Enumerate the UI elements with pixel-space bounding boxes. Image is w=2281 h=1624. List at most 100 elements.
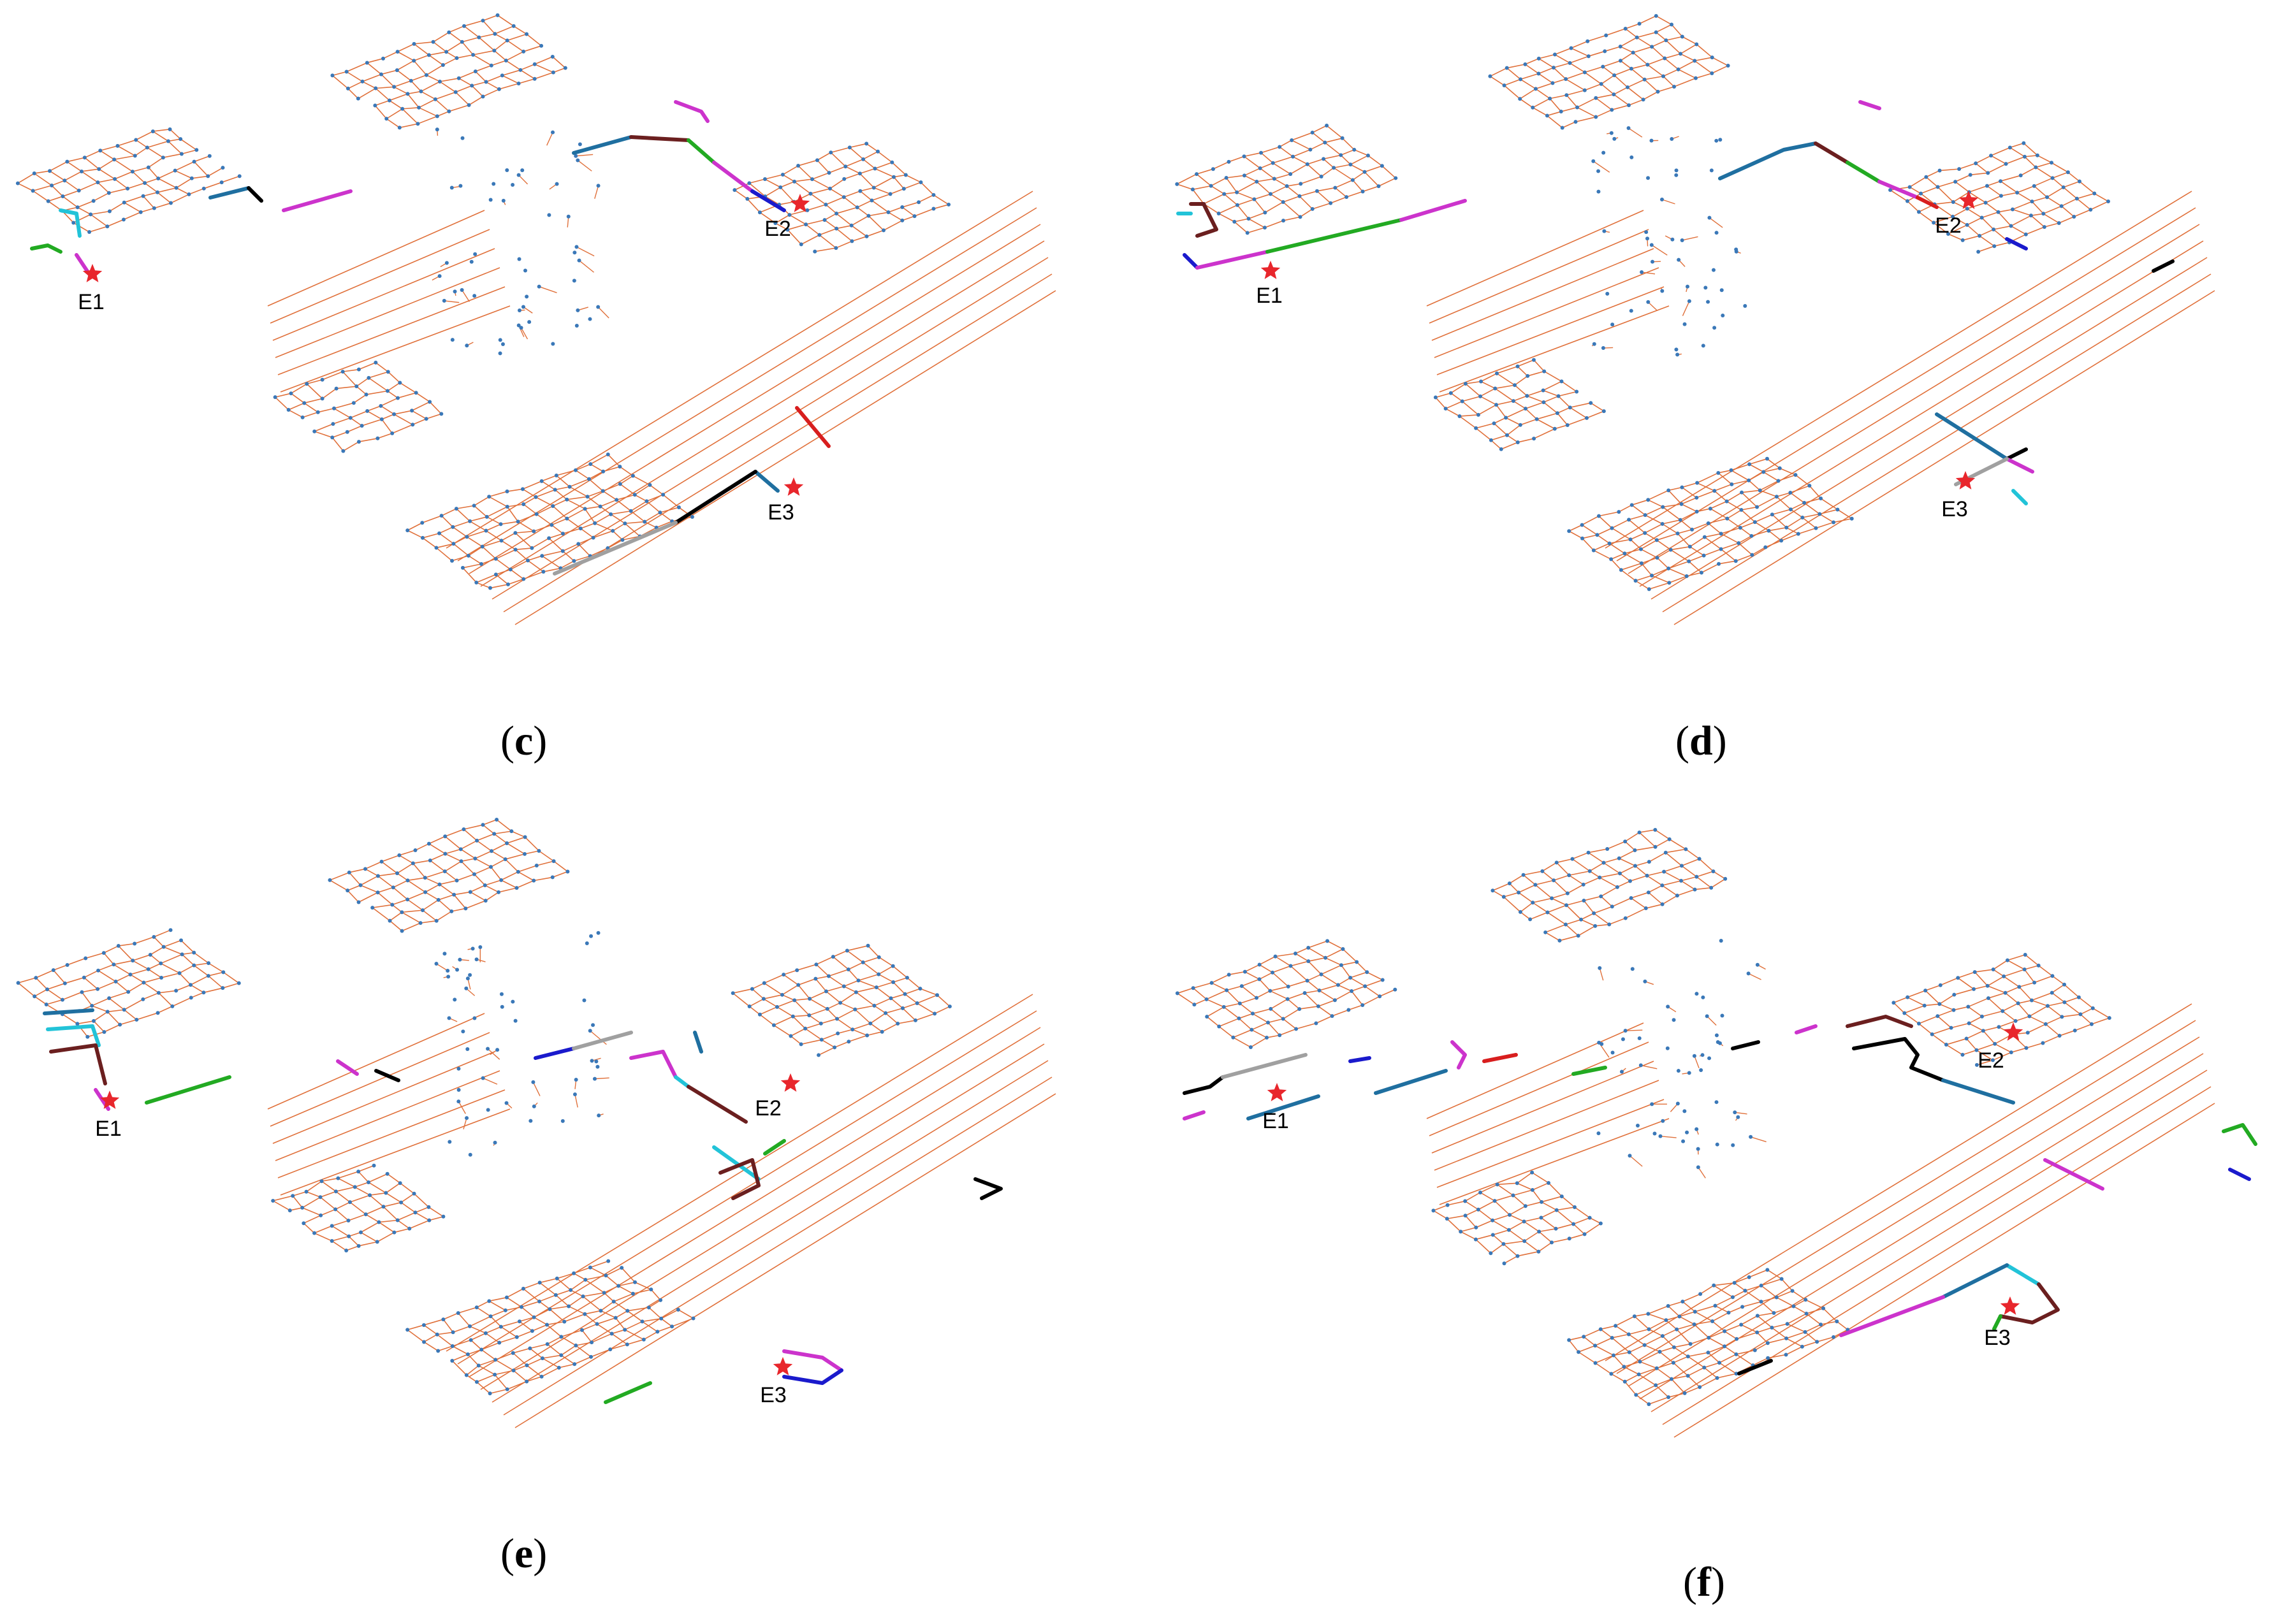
network-node: [1585, 39, 1590, 43]
network-node: [1991, 968, 1995, 972]
corridor-edge: [347, 425, 362, 433]
corridor-edge: [634, 484, 650, 495]
corridor-edge: [2015, 1015, 2030, 1022]
corridor-edge: [482, 20, 495, 34]
network-node: [497, 1340, 502, 1345]
corridor-edge: [871, 193, 891, 201]
corridor-edge: [374, 105, 387, 119]
corridor-edge: [1656, 557, 1669, 569]
corridor-edge: [543, 567, 561, 572]
corridor-edge: [2059, 1030, 2076, 1036]
corridor-edge: [580, 523, 595, 529]
route-segment: [1246, 1094, 1320, 1120]
corridor-edge: [347, 885, 361, 891]
corridor-edge: [98, 168, 115, 180]
network-node: [1217, 1024, 1221, 1029]
corridor-edge: [1435, 392, 1452, 398]
corridor-edge: [2037, 155, 2052, 163]
corridor-edge: [1543, 389, 1559, 397]
corridor-edge: [570, 1279, 586, 1291]
corridor-edge: [377, 873, 398, 877]
corridor-edge: [1620, 60, 1632, 69]
corridor-edge: [634, 1282, 652, 1290]
network-node: [334, 386, 339, 391]
corridor-edge: [678, 1309, 694, 1319]
corridor-edge: [591, 1333, 612, 1343]
corridor-edge: [332, 1220, 349, 1227]
route-segment: [49, 1043, 107, 1085]
network-node: [1996, 210, 2000, 214]
corridor-edge: [449, 105, 469, 112]
corridor-edge: [1704, 537, 1722, 550]
corridor-edge: [157, 170, 176, 179]
network-node: [1655, 556, 1659, 560]
corridor-edge: [1751, 530, 1769, 537]
corridor-edge: [1666, 36, 1683, 41]
network-node: [82, 156, 87, 160]
corridor-edge: [491, 60, 507, 66]
corridor-edge: [815, 978, 827, 992]
network-node: [447, 30, 451, 34]
network-node: [1737, 541, 1741, 546]
corridor-edge: [656, 521, 673, 528]
corridor-edge: [1341, 964, 1351, 978]
corridor-edge: [1244, 971, 1260, 980]
network-node: [1972, 987, 1976, 991]
connector-edge: [457, 1010, 1037, 1365]
network-node: [530, 546, 534, 550]
route-segment: [46, 1024, 101, 1047]
corridor-edge: [873, 176, 894, 189]
corridor-edge: [1962, 1049, 1977, 1055]
network-node: [1635, 35, 1639, 40]
corridor-edge: [1594, 1345, 1614, 1356]
corridor-edge: [2006, 156, 2025, 164]
corridor-edge: [1678, 69, 1696, 79]
corridor-edge: [1612, 1333, 1629, 1338]
network-node: [97, 167, 101, 171]
network-node: [2050, 990, 2054, 995]
corridor-edge: [1613, 94, 1629, 106]
corridor-edge: [170, 129, 181, 140]
corridor-edge: [134, 936, 154, 945]
corridor-edge: [488, 491, 507, 498]
corridor-edge: [423, 1341, 439, 1352]
corridor-edge: [1993, 969, 2004, 977]
corridor-edge: [1937, 181, 1956, 188]
network-node: [520, 168, 525, 173]
network-node: [551, 70, 555, 75]
corridor-edge: [568, 1305, 585, 1315]
corridor-edge: [597, 1323, 613, 1335]
route-segment: [1450, 1040, 1467, 1069]
corridor-edge: [1226, 985, 1243, 991]
corridor-edge: [1447, 1200, 1466, 1206]
network-node: [1610, 1050, 1615, 1055]
corridor-edge: [495, 25, 514, 34]
corridor-edge: [1275, 953, 1296, 957]
network-node: [578, 142, 582, 147]
corridor-edge: [349, 1201, 367, 1215]
corridor-edge: [1687, 1352, 1709, 1358]
corridor-edge: [1553, 67, 1566, 80]
corridor-edge: [1651, 575, 1670, 584]
network-lines: [1176, 15, 2215, 625]
network-node: [747, 181, 752, 185]
network-node: [473, 69, 477, 74]
corridor-edge: [1308, 961, 1322, 975]
corridor-edge: [18, 977, 36, 983]
corridor-edge: [1490, 75, 1505, 86]
network-node: [1299, 182, 1303, 186]
corridor-edge: [1660, 1135, 1677, 1138]
network-node: [2009, 224, 2013, 228]
corridor-edge: [398, 855, 414, 864]
network-node: [1339, 153, 1343, 157]
corridor-edge: [1588, 852, 1605, 864]
corridor-edge: [551, 524, 564, 534]
corridor-edge: [1346, 191, 1363, 198]
corridor-edge: [1503, 1243, 1518, 1257]
corridor-edge: [1552, 78, 1566, 84]
corridor-edge: [1983, 1030, 1995, 1045]
network-node: [1591, 548, 1596, 553]
corridor-edge: [1918, 1023, 1933, 1035]
network-node: [625, 1309, 630, 1313]
corridor-edge: [2038, 965, 2053, 976]
